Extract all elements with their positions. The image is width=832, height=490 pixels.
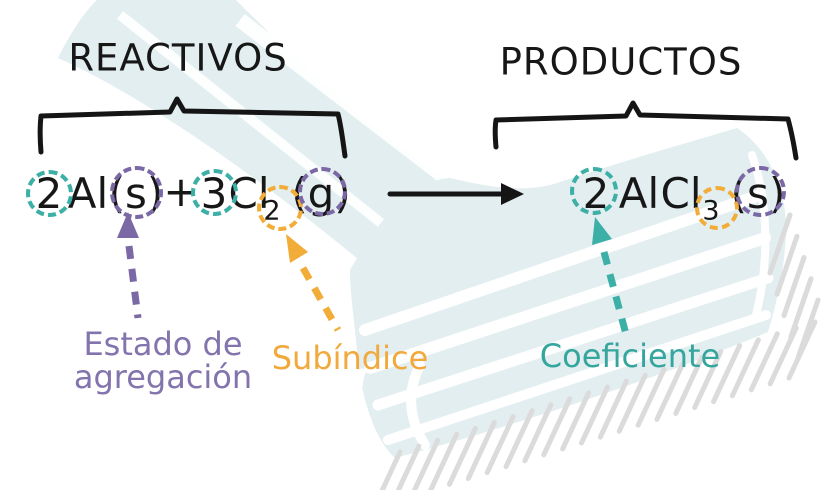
product-cl-symbol: Cl bbox=[660, 169, 702, 218]
subscript-pointer-arrow bbox=[286, 234, 342, 332]
reactants-brace bbox=[37, 96, 348, 159]
subscript-label: Subíndice bbox=[271, 339, 429, 378]
state-label-line2: agregación bbox=[73, 358, 253, 397]
coefficient-circle-product bbox=[570, 167, 618, 215]
subscript-circle-reactant-cl bbox=[257, 185, 303, 231]
reactant-al-symbol: Al bbox=[67, 169, 109, 218]
coefficient-label: Coeficiente bbox=[539, 337, 721, 376]
product-al-symbol: Al bbox=[618, 169, 660, 218]
state-circle-product bbox=[735, 166, 786, 217]
state-label-line1: Estado de bbox=[83, 325, 243, 364]
state-circle-reactant-cl bbox=[298, 167, 347, 216]
products-heading: PRODUCTOS bbox=[499, 40, 743, 84]
book-page-fringe bbox=[379, 212, 821, 490]
reaction-arrow bbox=[387, 183, 524, 205]
state-pointer-arrow bbox=[117, 212, 142, 319]
subscript-circle-product bbox=[695, 186, 739, 230]
coefficient-circle-reactant-al bbox=[26, 170, 73, 217]
state-circle-reactant-al bbox=[110, 166, 163, 219]
coefficient-pointer-arrow bbox=[592, 217, 631, 339]
book-pages-body bbox=[350, 128, 787, 458]
products-brace bbox=[492, 100, 799, 161]
coefficient-circle-reactant-cl bbox=[191, 169, 238, 216]
reactants-heading: REACTIVOS bbox=[68, 36, 288, 80]
